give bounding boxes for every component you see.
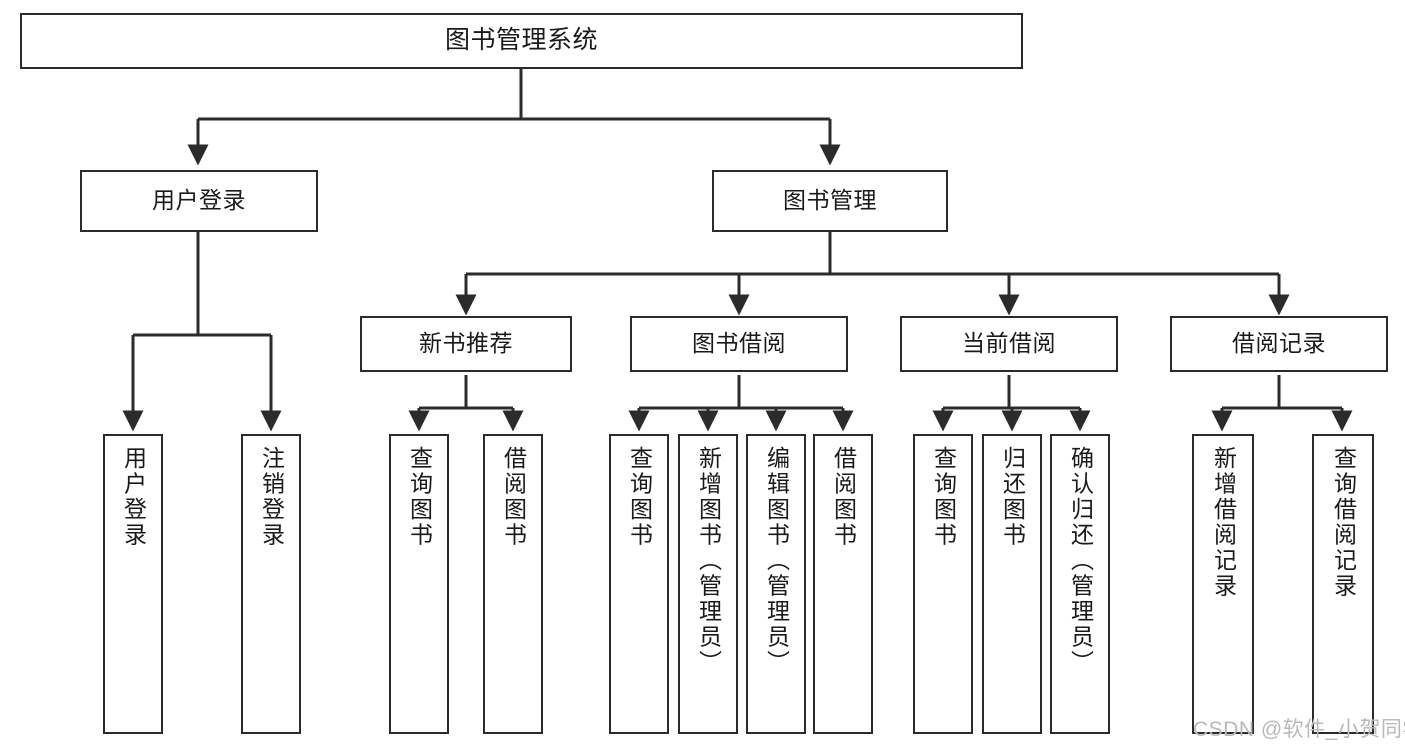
node-book-borrow[interactable]: 图书借阅 [630,316,848,372]
leaf-current-borrow-query[interactable]: 查询图书 [913,434,973,734]
leaf-borrow-record-query[interactable]: 查询借阅记录 [1312,434,1374,734]
leaf-borrow-record-query-label: 查询借阅记录 [1330,446,1357,599]
leaf-new-book-borrow[interactable]: 借阅图书 [483,434,543,734]
leaf-new-book-query[interactable]: 查询图书 [389,434,449,734]
node-root-system-label: 图书管理系统 [444,26,598,55]
leaf-book-borrow-add-label: 新增图书（管理员） [695,446,722,676]
leaf-user-login-signin[interactable]: 用户登录 [103,434,163,734]
leaf-user-login-signout[interactable]: 注销登录 [241,434,301,734]
leaf-book-borrow-add[interactable]: 新增图书（管理员） [678,434,738,734]
node-book-manage[interactable]: 图书管理 [712,170,948,232]
leaf-new-book-query-label: 查询图书 [406,446,433,548]
leaf-book-borrow-lend[interactable]: 借阅图书 [813,434,873,734]
node-root-system[interactable]: 图书管理系统 [20,13,1023,69]
leaf-book-borrow-query-label: 查询图书 [626,446,653,548]
leaf-user-login-signin-label: 用户登录 [120,446,147,548]
leaf-current-borrow-confirm-label: 确认归还（管理员） [1067,446,1094,676]
leaf-book-borrow-edit[interactable]: 编辑图书（管理员） [746,434,806,734]
leaf-current-borrow-confirm[interactable]: 确认归还（管理员） [1050,434,1110,734]
node-borrow-record-label: 借阅记录 [1232,330,1326,357]
leaf-borrow-record-add[interactable]: 新增借阅记录 [1192,434,1254,734]
node-book-borrow-label: 图书借阅 [692,330,786,357]
node-borrow-record[interactable]: 借阅记录 [1170,316,1388,372]
leaf-book-borrow-edit-label: 编辑图书（管理员） [763,446,790,676]
node-current-borrow[interactable]: 当前借阅 [900,316,1118,372]
node-new-book-recommend[interactable]: 新书推荐 [360,316,572,372]
leaf-new-book-borrow-label: 借阅图书 [500,446,527,548]
leaf-book-borrow-query[interactable]: 查询图书 [609,434,669,734]
node-current-borrow-label: 当前借阅 [962,330,1056,357]
node-book-manage-label: 图书管理 [783,187,877,214]
leaf-current-borrow-query-label: 查询图书 [930,446,957,548]
node-user-login[interactable]: 用户登录 [80,170,318,232]
node-user-login-label: 用户登录 [152,187,246,214]
leaf-user-login-signout-label: 注销登录 [258,446,285,548]
leaf-book-borrow-lend-label: 借阅图书 [830,446,857,548]
leaf-borrow-record-add-label: 新增借阅记录 [1210,446,1237,599]
leaf-current-borrow-return[interactable]: 归还图书 [982,434,1042,734]
leaf-current-borrow-return-label: 归还图书 [999,446,1026,548]
node-new-book-recommend-label: 新书推荐 [419,330,513,357]
